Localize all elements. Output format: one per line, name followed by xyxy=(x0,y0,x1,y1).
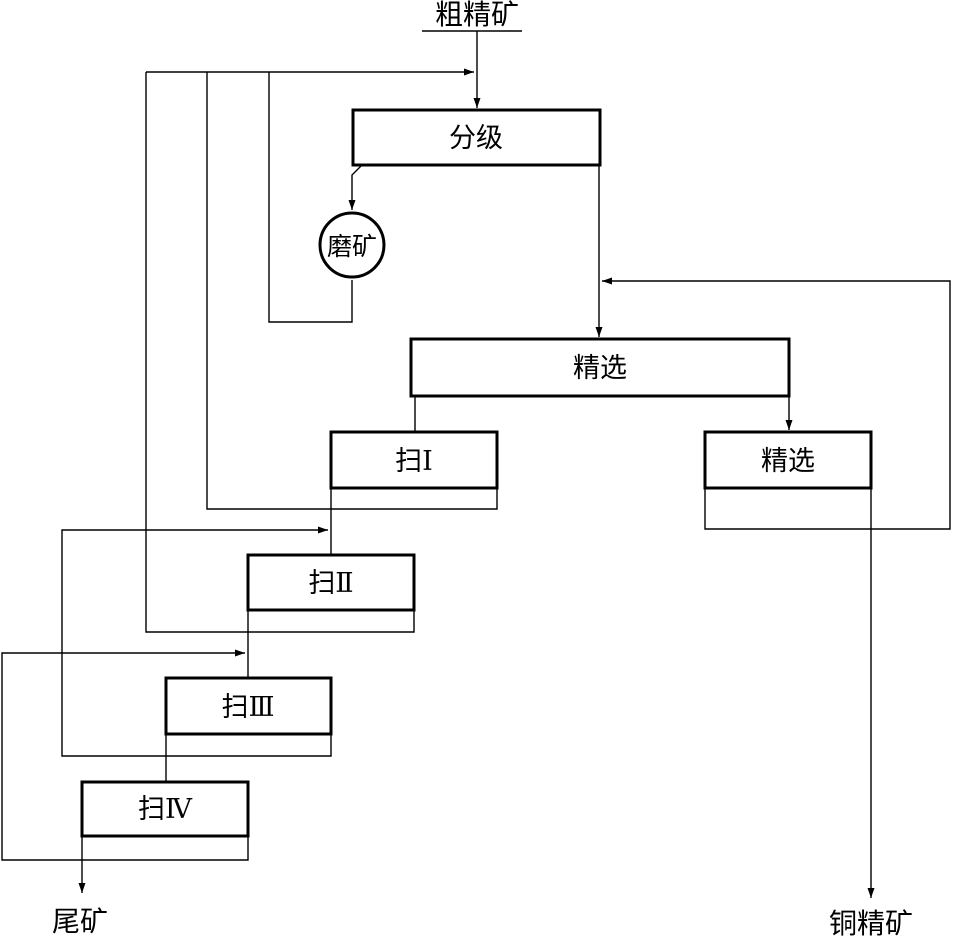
mill-return-line xyxy=(268,72,353,323)
scavenger-1-box xyxy=(329,430,499,490)
scavenger-3-box xyxy=(164,676,333,736)
scav2-return-line xyxy=(145,72,415,633)
tailings-label: 尾矿 xyxy=(52,905,108,938)
copper-concentrate-label: 铜精矿 xyxy=(829,907,913,939)
classifier-label: 分级 xyxy=(449,123,503,154)
scav3-return-line xyxy=(61,526,332,757)
cleaner-label: 精选 xyxy=(573,353,627,384)
mill-label: 磨矿 xyxy=(327,232,377,261)
classifier-to-mill-line xyxy=(348,164,363,210)
scavenger-4-box xyxy=(80,780,250,838)
scavenger-1-label: 扫Ⅰ xyxy=(395,446,433,477)
classifier-box xyxy=(351,108,602,167)
scavenger-3-label: 扫Ⅲ xyxy=(221,692,274,723)
scav1-return-line xyxy=(206,72,498,510)
scavenger-4-label: 扫Ⅳ xyxy=(138,794,193,825)
cleaner-box xyxy=(409,337,791,398)
scavenger-2-box xyxy=(246,553,416,612)
cleaner2-recycle-line xyxy=(602,277,951,530)
scav4-return-line xyxy=(1,649,249,861)
scavenger-2-label: 扫Ⅱ xyxy=(308,568,353,599)
mill-circle xyxy=(318,211,386,279)
cleaner-2-label: 精选 xyxy=(761,446,815,477)
cleaner-2-box xyxy=(703,430,873,490)
feed-label: 粗精矿 xyxy=(435,0,519,31)
